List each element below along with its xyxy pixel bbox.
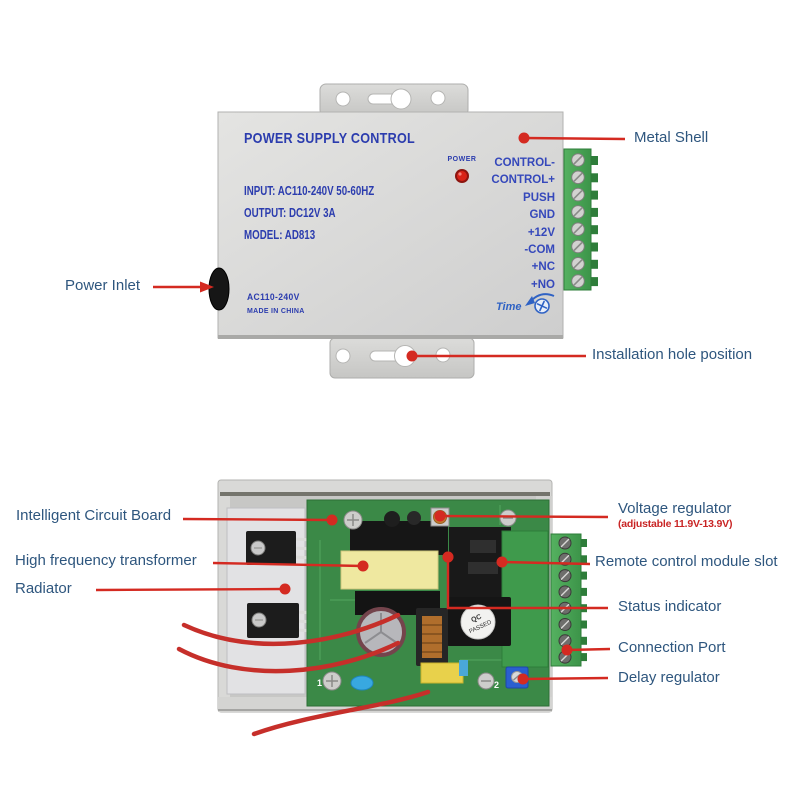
terminal-label: CONTROL+ bbox=[491, 174, 555, 187]
inductor bbox=[416, 608, 448, 666]
terminal-label: +NO bbox=[531, 278, 555, 291]
terminal-labels: CONTROL- CONTROL+ PUSH GND +12V -COM +NC… bbox=[455, 155, 555, 294]
spec-input: INPUT: AC110-240V 50-60HZ bbox=[244, 184, 375, 198]
annotation-remote-control-module-slot: Remote control module slot bbox=[595, 553, 778, 570]
input-filter-block bbox=[350, 521, 448, 555]
relay: QC PASSED bbox=[447, 597, 511, 646]
opened-power-supply: QC PASSED bbox=[176, 479, 587, 737]
power-inlet-grommet bbox=[208, 267, 230, 311]
leader-installation-hole bbox=[406, 350, 586, 362]
leader-connection-port bbox=[561, 644, 611, 656]
annotation-voltage-regulator-note: (adjustable 11.9V-13.9V) bbox=[618, 518, 733, 530]
time-adjust-icon bbox=[525, 293, 555, 314]
capacitor-small bbox=[384, 511, 400, 527]
annotation-radiator: Radiator bbox=[15, 580, 72, 597]
power-led-label: POWER bbox=[447, 156, 477, 163]
time-label: Time bbox=[496, 301, 522, 313]
device-title: POWER SUPPLY CONTROL bbox=[244, 130, 415, 147]
annotation-status-indicator: Status indicator bbox=[618, 598, 722, 615]
terminal-label: GND bbox=[529, 209, 555, 222]
leader-intelligent-circuit-board bbox=[182, 514, 338, 526]
terminal-label: CONTROL- bbox=[494, 157, 555, 169]
power-led bbox=[455, 169, 469, 183]
terminal-label: +NC bbox=[531, 261, 555, 274]
annotation-metal-shell: Metal Shell bbox=[634, 129, 709, 146]
annotation-lines bbox=[95, 132, 626, 685]
terminal-label: PUSH bbox=[523, 191, 555, 204]
metal-shell-body bbox=[217, 111, 564, 339]
leader-delay-regulator bbox=[517, 673, 609, 685]
silkscreen-1: 1 bbox=[317, 678, 322, 688]
leader-high-frequency-transformer bbox=[212, 560, 369, 572]
leader-status-indicator bbox=[442, 551, 608, 610]
annotation-installation-hole: Installation hole position bbox=[592, 346, 753, 363]
annotation-intelligent-circuit-board: Intelligent Circuit Board bbox=[16, 507, 172, 524]
silkscreen-2: 2 bbox=[494, 680, 499, 690]
qc-sticker-line1: QC bbox=[470, 613, 482, 624]
shell-bottom-edge bbox=[218, 335, 563, 339]
annotation-connection-port: Connection Port bbox=[618, 639, 726, 656]
spec-model: MODEL: AD813 bbox=[244, 228, 316, 242]
origin-note: MADE IN CHINA bbox=[247, 308, 305, 315]
annotation-high-frequency-transformer: High frequency transformer bbox=[15, 552, 197, 569]
blue-component bbox=[459, 660, 468, 676]
terminal-label: -COM bbox=[524, 244, 555, 257]
voltage-note: AC110-240V bbox=[247, 292, 300, 302]
leader-metal-shell bbox=[518, 132, 626, 144]
power-supply-box bbox=[208, 83, 598, 379]
leader-radiator bbox=[95, 583, 291, 595]
terminal-label: +12V bbox=[527, 226, 555, 239]
annotation-power-inlet: Power Inlet bbox=[65, 277, 141, 294]
top-mounting-tab bbox=[319, 83, 469, 117]
transformer bbox=[340, 550, 439, 590]
terminal-block bbox=[563, 148, 598, 291]
bottom-mounting-tab bbox=[329, 337, 475, 379]
red-wires bbox=[176, 612, 431, 737]
film-capacitor bbox=[420, 662, 464, 684]
leader-voltage-regulator bbox=[434, 510, 609, 522]
leader-power-inlet bbox=[153, 281, 214, 293]
spec-output: OUTPUT: DC12V 3A bbox=[244, 206, 336, 220]
capacitor-small-2 bbox=[407, 511, 421, 525]
leader-remote-control-module-slot bbox=[496, 556, 591, 568]
blue-capacitor bbox=[350, 675, 374, 691]
annotation-delay-regulator: Delay regulator bbox=[618, 669, 720, 686]
annotation-voltage-regulator: Voltage regulator bbox=[618, 500, 732, 517]
